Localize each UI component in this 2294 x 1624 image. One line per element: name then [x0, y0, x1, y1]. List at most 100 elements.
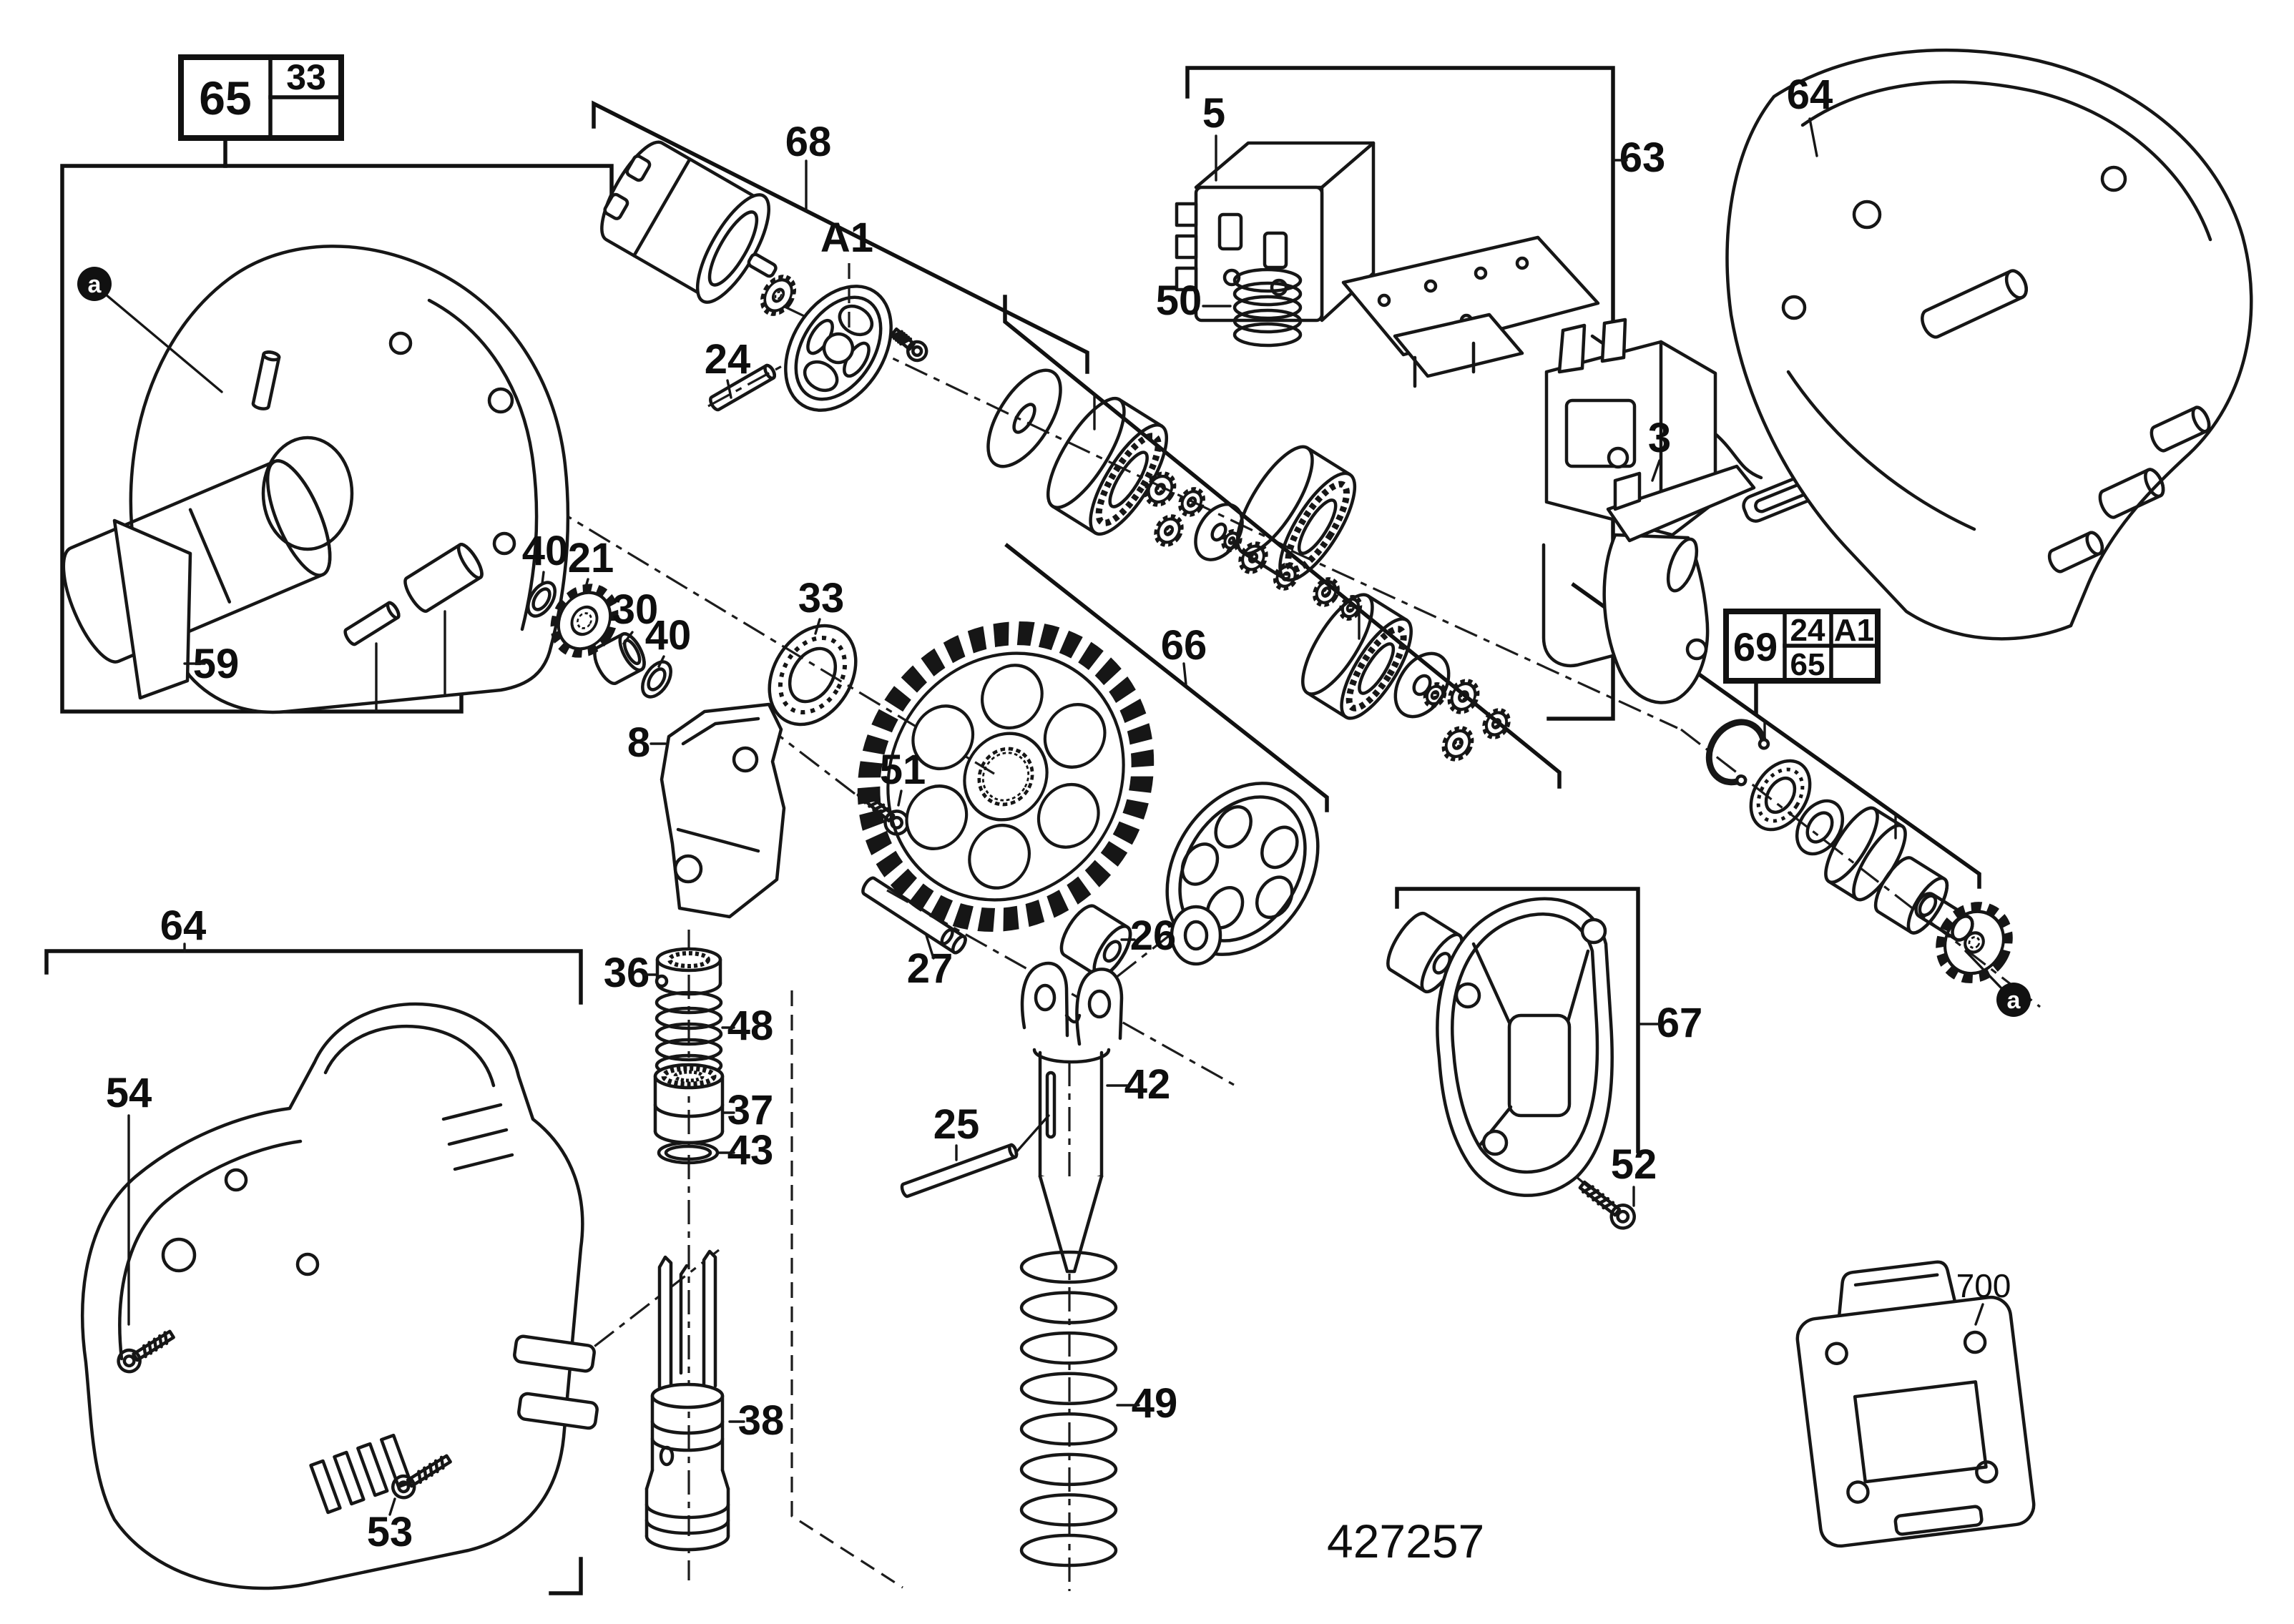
leader-3: [1651, 459, 1661, 482]
part-planet-gear: [1441, 726, 1474, 762]
diagram-part-number: 427257: [1327, 1515, 1484, 1568]
axis-column-divider: [790, 990, 903, 1589]
bracket-63: [1185, 66, 1615, 721]
part-pins-housing: [251, 350, 484, 712]
callout-33-bearing: 33: [798, 575, 845, 621]
callout-49: 49: [1132, 1380, 1178, 1427]
bracket-68: [592, 100, 1089, 374]
part-motor-68: [600, 140, 778, 304]
callout-700: 700: [1956, 1267, 2011, 1304]
leader-pin25-slot: [1014, 1114, 1050, 1154]
callout-5: 5: [1202, 90, 1225, 137]
ref-linked-24: 24: [1790, 613, 1825, 648]
part-screw-a1: [890, 327, 928, 363]
part-motor-pinion: [760, 275, 797, 316]
a-badge-circle: [77, 267, 112, 301]
part-shaft-27: [861, 876, 967, 955]
callout-63: 63: [1619, 134, 1666, 181]
group-frames: [44, 66, 1981, 1595]
part-ring-gear-3: [1301, 593, 1413, 720]
a-badge-letter: a: [88, 271, 102, 298]
part-carrier-wheel: [1165, 782, 1320, 966]
callout-64-top-right: 64: [1787, 72, 1833, 118]
part-circlip: [1705, 719, 1770, 787]
leader-40b: [657, 655, 665, 668]
part-planet-gear: [1154, 514, 1184, 547]
part-spring-49: [1019, 1250, 1118, 1568]
axis-gear-train-2: [1290, 549, 1678, 729]
marker-a-right: a: [1964, 950, 2031, 1017]
part-roller-output: [1873, 856, 1949, 935]
part-clutch-plate-A1: [784, 285, 893, 412]
part-screw-52: [1578, 1180, 1636, 1230]
leader-24: [726, 379, 732, 399]
part-output-pinion: [1936, 902, 2013, 983]
part-ring-gear-1: [1046, 396, 1169, 536]
part-planet-gear: [1338, 594, 1363, 621]
callout-labels: 68 A1 24 5 50 63 64 3 59 40 21 30 40 8 3…: [106, 72, 2011, 1568]
part-motor-housing-left: [62, 245, 570, 714]
part-spur-gear-66: [857, 621, 1155, 932]
part-screw-54: [117, 1329, 175, 1374]
callout-67: 67: [1657, 1000, 1703, 1046]
part-ring-40a: [526, 581, 557, 618]
part-terminal-block-5: [1175, 141, 1376, 323]
callout-48: 48: [727, 1003, 774, 1049]
a-badge-circle: [1996, 983, 2031, 1017]
callout-27: 27: [907, 945, 954, 992]
part-pcb-module: [1341, 235, 1600, 388]
callout-40b: 40: [645, 612, 692, 659]
callout-8: 8: [627, 719, 650, 766]
part-housing-right-64: [1725, 49, 2253, 641]
leader-53: [388, 1497, 396, 1516]
part-planet-gear: [1313, 577, 1340, 607]
callout-36: 36: [604, 950, 650, 996]
leader-40a: [541, 571, 545, 585]
callout-40a: 40: [522, 528, 569, 574]
callout-37: 37: [727, 1087, 774, 1133]
callout-26: 26: [1130, 912, 1177, 959]
callout-68: 68: [785, 119, 832, 165]
callout-A1: A1: [820, 215, 873, 261]
callout-43: 43: [727, 1127, 774, 1173]
callout-52: 52: [1611, 1141, 1657, 1188]
bracket-67: [1395, 887, 1640, 1153]
callout-30: 30: [612, 586, 659, 633]
ref-box-outline: [178, 54, 344, 141]
bracket-64-bottom-corner: [549, 1557, 583, 1595]
leader-64-top-right: [1808, 117, 1818, 157]
part-carrier-plate-1: [1194, 503, 1244, 561]
part-collet-38: [644, 1249, 730, 1552]
part-ring-40b: [641, 660, 672, 699]
ref-primary-69: 69: [1733, 624, 1778, 669]
frame-motor-housing-group: [60, 164, 614, 714]
a-badge-letter: a: [2007, 987, 2021, 1014]
callout-38: 38: [738, 1397, 785, 1444]
callout-24: 24: [705, 336, 751, 383]
part-washer-disc: [986, 368, 1062, 468]
part-screw-53: [391, 1454, 452, 1500]
ref-box-right: 69 24 A1 65: [1723, 609, 1881, 684]
callout-50: 50: [1156, 277, 1202, 324]
part-spring-50: [1232, 267, 1303, 348]
part-motor-mount-8: [660, 702, 786, 919]
part-housing-left-64: [81, 1002, 599, 1590]
part-bearing-output: [1749, 759, 1812, 832]
ref-linked-65: 65: [1790, 647, 1825, 682]
leader-30: [622, 631, 634, 645]
part-planet-gear: [1178, 487, 1205, 517]
leader-a-left: [104, 293, 223, 393]
callout-51: 51: [880, 747, 926, 793]
leader-66: [1182, 662, 1187, 686]
callout-54: 54: [106, 1070, 152, 1116]
leader-27: [925, 934, 935, 960]
part-planet-gear: [1144, 471, 1177, 507]
part-output-shaft-stub: [1914, 892, 1974, 942]
leader-700: [1974, 1303, 1984, 1326]
marker-a-left: a: [77, 267, 223, 393]
callout-21: 21: [568, 535, 614, 581]
part-bearing-33: [768, 624, 858, 727]
ref-primary-65: 65: [199, 72, 251, 124]
part-belt-clip-3: [1606, 464, 1756, 543]
